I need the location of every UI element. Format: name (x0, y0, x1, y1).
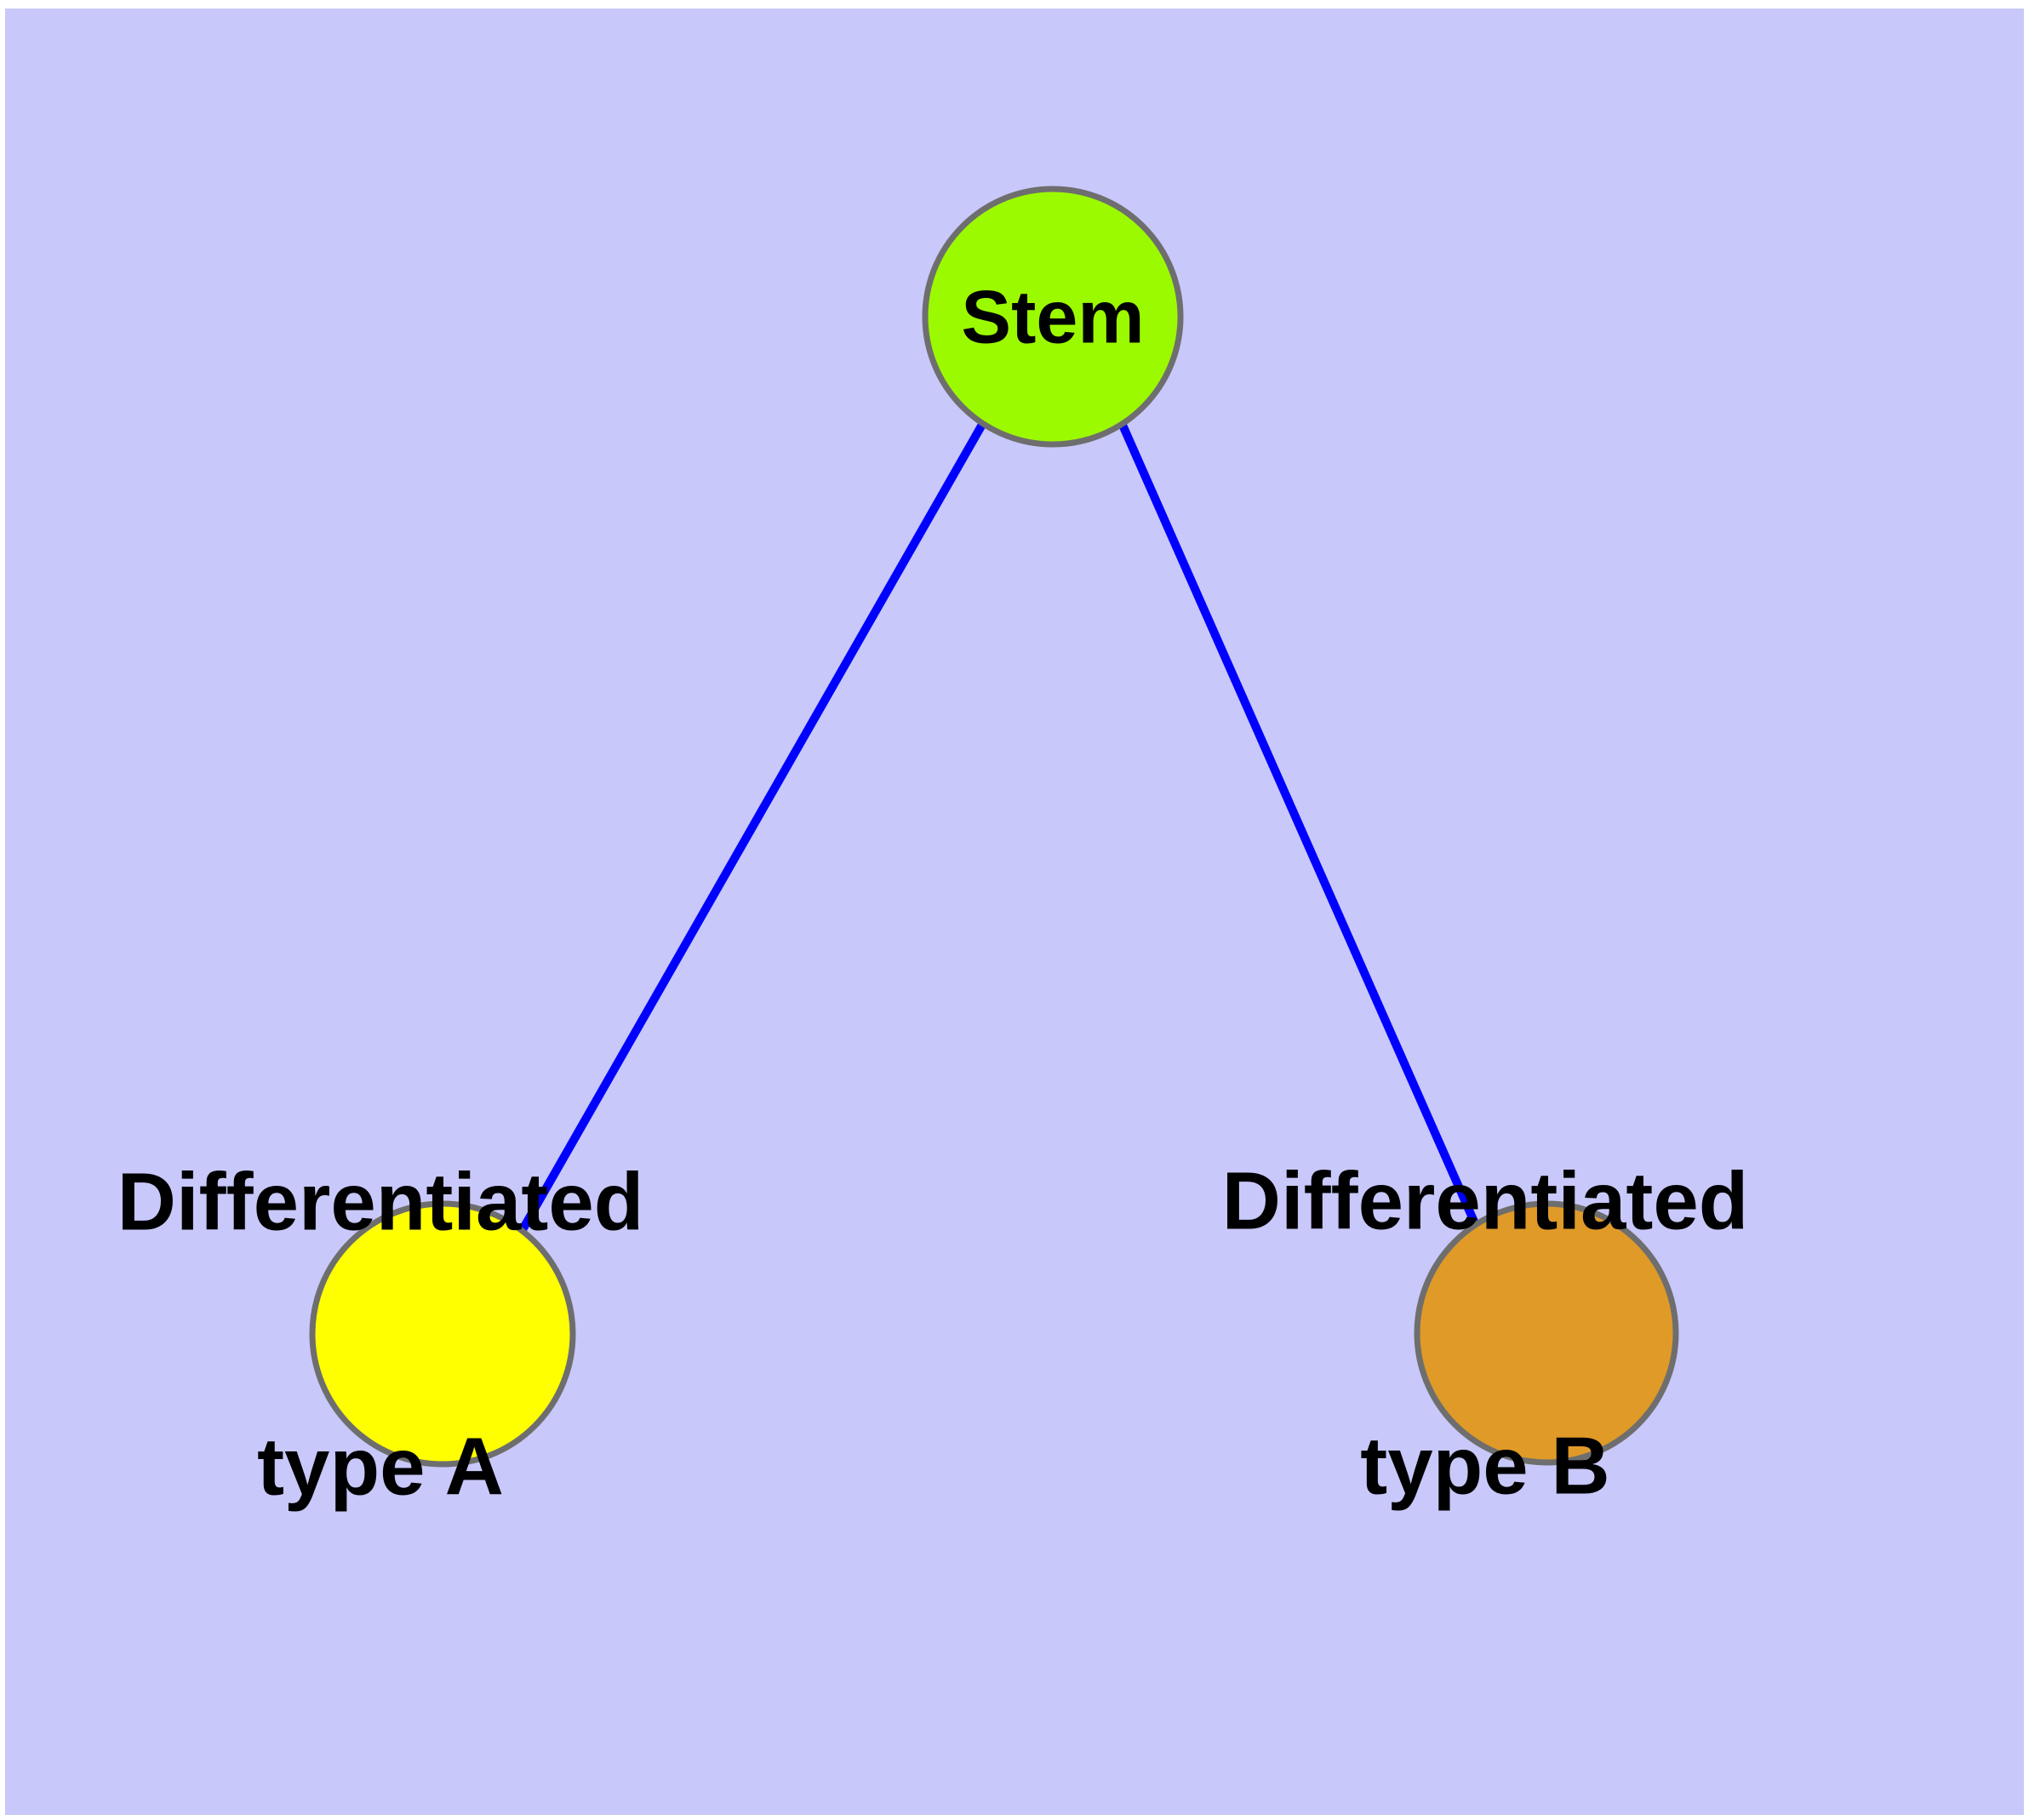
node-differentiated-type-b[interactable] (1414, 1200, 1679, 1466)
edge-stem-to-diff-a[interactable] (517, 421, 987, 1235)
node-differentiated-type-a[interactable] (309, 1200, 576, 1468)
edge-stem-to-diff-b[interactable] (1117, 421, 1482, 1232)
edges-group (517, 421, 1482, 1235)
node-stem[interactable] (922, 186, 1184, 448)
nodes-group (309, 186, 1679, 1468)
